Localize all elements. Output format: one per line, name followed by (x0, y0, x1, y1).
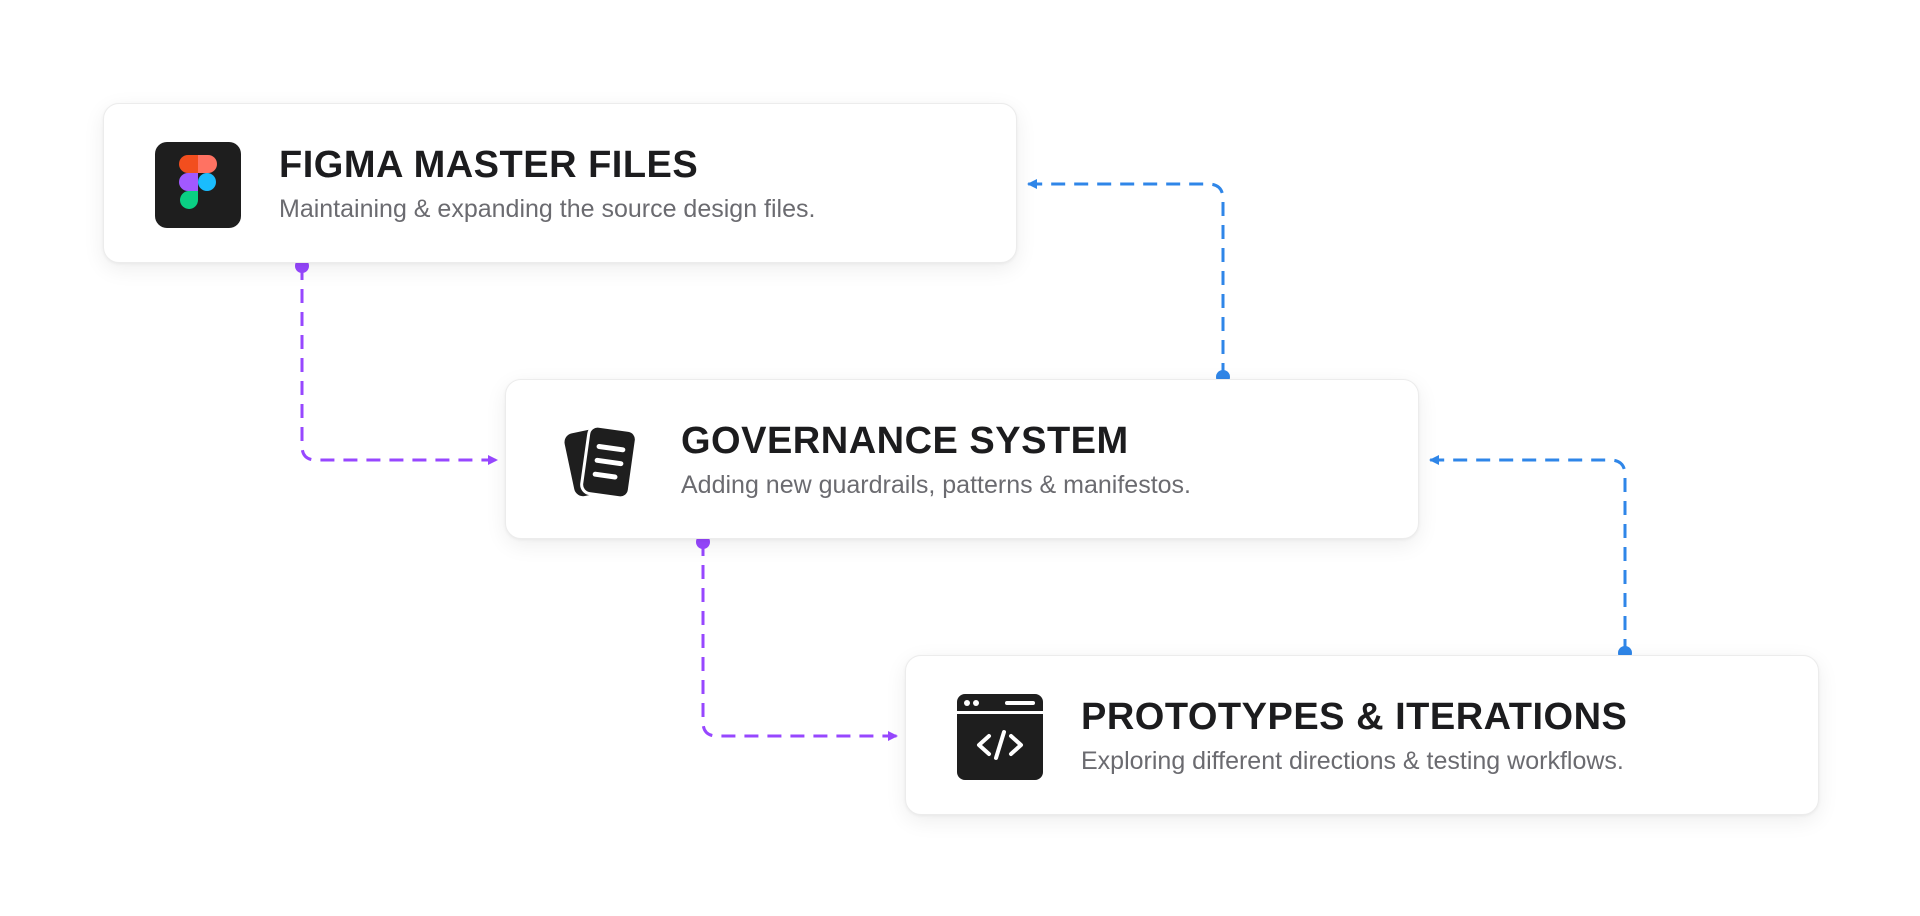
card-subtitle: Maintaining & expanding the source desig… (279, 195, 816, 223)
figma-logo-icon (155, 142, 241, 228)
connector-path (300, 266, 498, 465)
card-title: GOVERNANCE SYSTEM (681, 420, 1129, 462)
card-prototypes-iterations[interactable]: PROTOTYPES & ITERATIONS Exploring differ… (905, 655, 1819, 815)
connector-path (701, 542, 898, 741)
code-window-icon (957, 694, 1043, 780)
connector-governance-to-figma (1027, 179, 1230, 384)
card-title: FIGMA MASTER FILES (279, 144, 699, 186)
connector-prototypes-to-governance (1429, 455, 1632, 660)
connector-governance-to-prototypes (696, 535, 898, 741)
documents-icon (557, 418, 643, 504)
card-subtitle: Adding new guardrails, patterns & manife… (681, 471, 1191, 499)
card-subtitle: Exploring different directions & testing… (1081, 747, 1624, 775)
connector-path (1429, 455, 1627, 653)
card-title: PROTOTYPES & ITERATIONS (1081, 696, 1628, 738)
card-governance-system[interactable]: GOVERNANCE SYSTEM Adding new guardrails,… (505, 379, 1419, 539)
card-figma-master-files[interactable]: FIGMA MASTER FILES Maintaining & expandi… (103, 103, 1017, 263)
connector-path (1027, 179, 1225, 377)
connector-figma-to-governance (295, 259, 498, 465)
